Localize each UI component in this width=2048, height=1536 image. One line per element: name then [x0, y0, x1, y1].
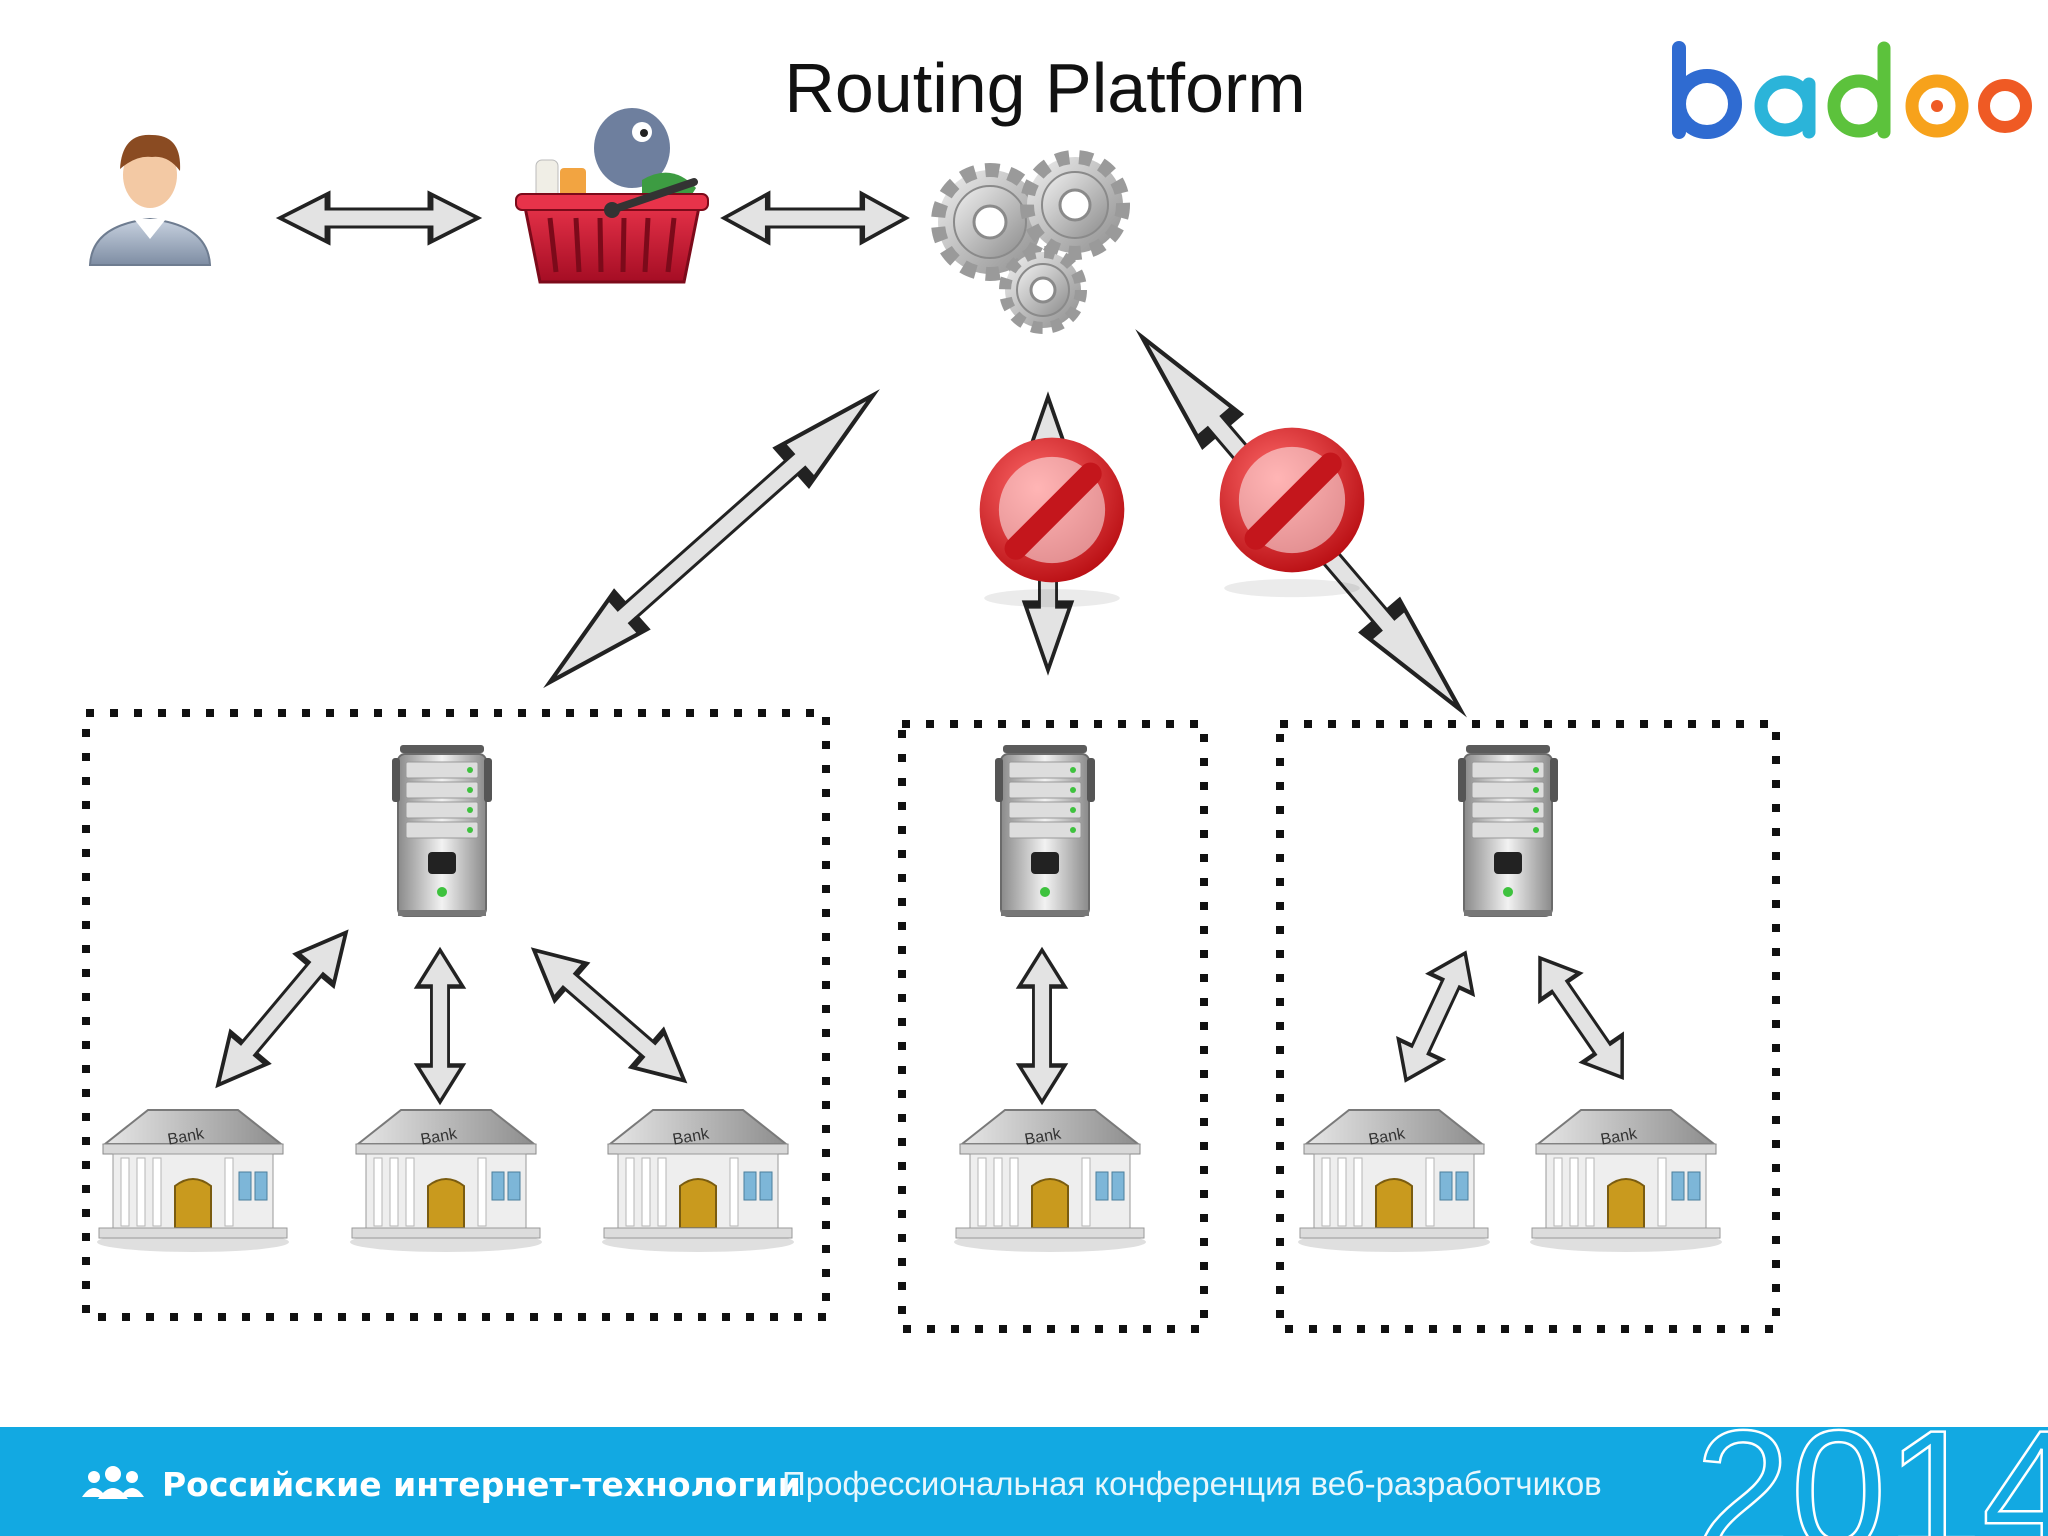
svg-text:Bank: Bank — [1367, 1125, 1407, 1148]
arrow-user-shop — [280, 194, 478, 242]
arrow-server-bank — [1384, 943, 1487, 1090]
server-icon — [1457, 744, 1559, 917]
logo-o1 — [1905, 74, 1969, 138]
footer-bar: Российские интернет-технологии Профессио… — [0, 1427, 2048, 1536]
bank-group-box — [898, 720, 1208, 1333]
organization-name: Российские интернет-технологии — [162, 1465, 801, 1504]
bank-icon: Bank — [601, 1109, 795, 1253]
logo-b-bowl — [1672, 69, 1742, 139]
arrow-shop-platform — [724, 194, 906, 242]
arrow-server-bank — [200, 917, 365, 1100]
bank-group-box — [1276, 720, 1780, 1333]
server-icon — [391, 744, 493, 917]
server-icon — [994, 744, 1096, 917]
svg-text:Bank: Bank — [1023, 1125, 1063, 1148]
blocked-icon — [980, 438, 1125, 608]
bank-icon: Bank — [96, 1109, 290, 1253]
bank-icon: Bank — [1297, 1109, 1491, 1253]
badoo-logo — [1672, 41, 2032, 139]
conference-name: Профессиональная конференция веб-разрабо… — [782, 1465, 1602, 1502]
shopping-basket-icon — [515, 108, 709, 284]
arrow-server-bank — [1019, 950, 1065, 1102]
people-icon — [82, 1466, 144, 1499]
routing-diagram: Bank Bank Bank Bank Bank Bank — [82, 108, 1780, 1333]
arrow-platform-server-1 — [534, 377, 889, 700]
bank-icon: Bank — [1529, 1109, 1723, 1253]
user-icon — [88, 134, 212, 266]
svg-text:Bank: Bank — [166, 1125, 206, 1148]
conference-year: 2014 — [1694, 1427, 2048, 1536]
arrow-server-bank — [417, 950, 463, 1102]
logo-o2 — [1978, 79, 2032, 133]
svg-text:Bank: Bank — [419, 1125, 459, 1148]
arrow-server-bank — [1518, 942, 1644, 1094]
svg-text:Bank: Bank — [671, 1125, 711, 1148]
logo-dot — [1931, 100, 1943, 112]
bank-icon: Bank — [953, 1109, 1147, 1253]
svg-text:Bank: Bank — [1599, 1125, 1639, 1148]
bank-icon: Bank — [349, 1109, 543, 1253]
arrow-server-bank — [518, 932, 700, 1099]
gears-icon — [931, 150, 1130, 334]
slide-title: Routing Platform — [784, 49, 1306, 127]
